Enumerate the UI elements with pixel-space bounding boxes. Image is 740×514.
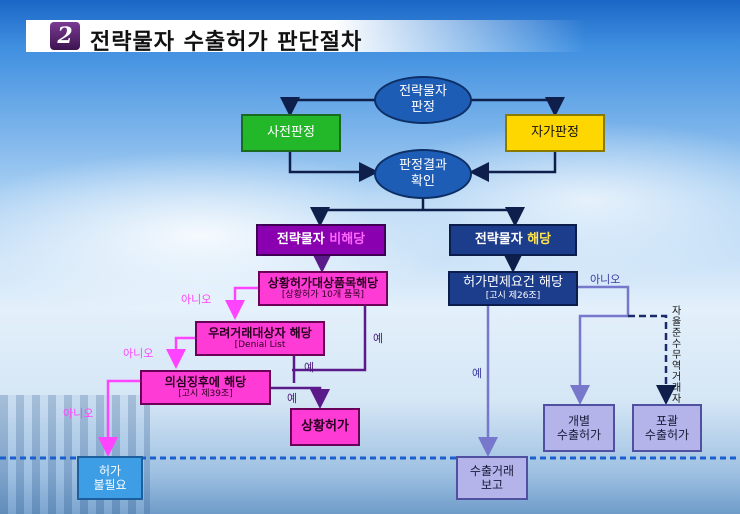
label-yes: 예 <box>287 392 298 405</box>
node-denial-list-sub: [Denial List <box>234 340 286 351</box>
node-export-report-line2: 보고 <box>480 478 504 492</box>
node-exemption-main: 허가면제요건 해당 <box>463 275 563 291</box>
node-individual-permit: 개별 수출허가 <box>543 404 615 452</box>
node-applicable-label: 전략물자 해당 <box>475 232 551 248</box>
node-result-check-line1: 판정결과 <box>399 158 447 174</box>
label-no: 아니오 <box>590 273 621 286</box>
title-bar <box>26 20 586 52</box>
label-yes: 예 <box>304 361 315 374</box>
node-suspicion-main: 의심징후에 해당 <box>164 374 247 389</box>
node-export-report-line1: 수출거래 <box>469 463 515 478</box>
node-no-permit-line1: 허가 <box>98 463 122 478</box>
node-strategic-judgement: 전략물자 판정 <box>374 76 472 124</box>
node-catchall-items-sub: [상황허가 10개 품목] <box>281 290 365 301</box>
node-comprehensive-permit-line1: 포괄 <box>655 413 679 428</box>
node-applicable-highlight: 해당 <box>527 232 552 248</box>
node-self-judgement: 자가판정 <box>505 114 605 152</box>
node-applicable-prefix: 전략물자 <box>474 232 528 248</box>
node-result-check-line2: 확인 <box>411 174 435 189</box>
node-prior-judgement: 사전판정 <box>241 114 341 152</box>
node-situation-permit-label: 상황허가 <box>301 419 349 435</box>
label-no: 아니오 <box>123 347 154 360</box>
node-strategic-judgement-line2: 판정 <box>411 100 435 115</box>
node-individual-permit-line2: 수출허가 <box>556 428 602 442</box>
node-non-applicable: 전략물자 비해당 <box>256 224 386 256</box>
node-situation-permit: 상황허가 <box>290 408 360 446</box>
node-comprehensive-permit-line2: 수출허가 <box>644 428 690 442</box>
node-no-permit-line2: 불필요 <box>93 478 127 492</box>
node-strategic-judgement-line1: 전략물자 <box>399 84 447 100</box>
label-yes: 예 <box>472 367 483 380</box>
label-no: 아니오 <box>63 407 94 420</box>
node-non-applicable-highlight: 비해당 <box>329 232 366 248</box>
node-catchall-items-main: 상황허가대상품목해당 <box>267 275 379 290</box>
node-suspicion: 의심징후에 해당 [고시 제39조] <box>140 370 271 405</box>
label-compliance-trader: 자율준수무역거래자 <box>672 306 682 405</box>
node-self-judgement-label: 자가판정 <box>531 125 579 141</box>
node-non-applicable-label: 전략물자 비해당 <box>277 232 365 248</box>
section-number-badge: 2 <box>50 22 80 50</box>
node-individual-permit-line1: 개별 <box>567 413 591 428</box>
node-result-check: 판정결과 확인 <box>374 149 472 199</box>
label-no: 아니오 <box>181 293 212 306</box>
node-applicable: 전략물자 해당 <box>449 224 577 256</box>
node-comprehensive-permit: 포괄 수출허가 <box>632 404 702 452</box>
node-exemption-sub: [고시 제26조] <box>485 290 541 301</box>
page-title: 전략물자 수출허가 판단절차 <box>90 30 363 55</box>
label-yes: 예 <box>373 332 384 345</box>
node-denial-list: 우려거래대상자 해당 [Denial List <box>195 321 325 356</box>
node-catchall-items: 상황허가대상품목해당 [상황허가 10개 품목] <box>258 271 388 306</box>
node-non-applicable-prefix: 전략물자 <box>276 232 330 248</box>
node-no-permit-needed: 허가 불필요 <box>77 456 143 500</box>
node-exemption: 허가면제요건 해당 [고시 제26조] <box>448 271 578 306</box>
node-prior-judgement-label: 사전판정 <box>267 125 315 141</box>
node-export-report: 수출거래 보고 <box>456 456 528 500</box>
node-denial-list-main: 우려거래대상자 해당 <box>208 325 312 340</box>
node-suspicion-sub: [고시 제39조] <box>178 389 233 400</box>
